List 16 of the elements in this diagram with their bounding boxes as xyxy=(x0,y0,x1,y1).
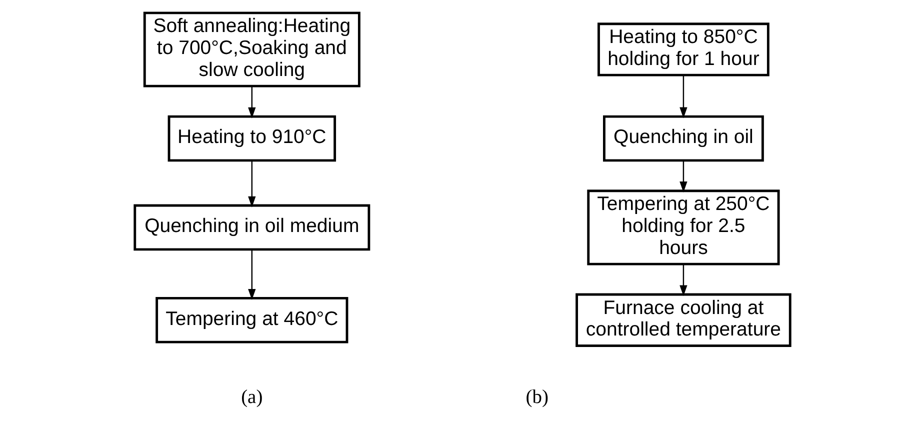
node-box: Heating to 850°C holding for 1 hour xyxy=(597,22,769,76)
node-box: Quenching in oil medium xyxy=(133,204,370,251)
node-box: Heating to 910°C xyxy=(167,115,336,162)
node-box: Furnace cooling at controlled temperature xyxy=(575,293,791,347)
label: (a) xyxy=(240,386,262,408)
arrow xyxy=(248,160,256,208)
arrow xyxy=(679,75,687,118)
arrow xyxy=(248,250,256,300)
arrow xyxy=(248,86,256,118)
node-box: Tempering at 460°C xyxy=(155,296,348,344)
label: (b) xyxy=(525,386,548,408)
arrow xyxy=(679,160,687,192)
node-box: Tempering at 250°C holding for 2.5 hours xyxy=(586,190,780,266)
arrow xyxy=(679,264,687,296)
node-box: Soft annealing:Heating to 700°C,Soaking and slow cooling xyxy=(142,12,360,88)
node-box: Quenching in oil xyxy=(602,115,764,162)
